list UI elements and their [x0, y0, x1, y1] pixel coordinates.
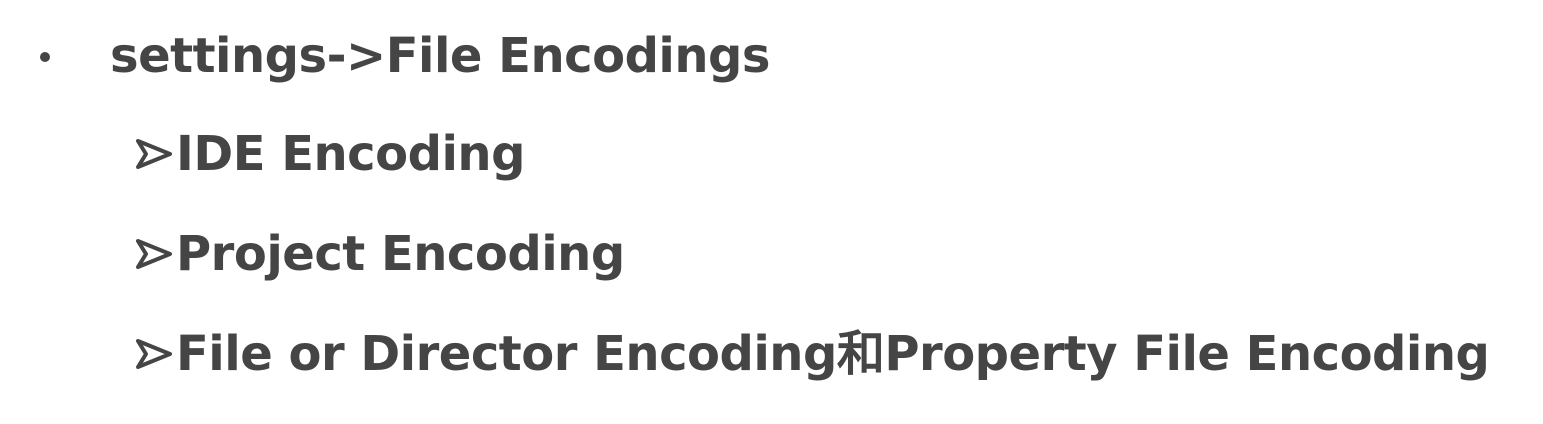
sub-bullet-label: Project Encoding — [176, 226, 625, 282]
sub-bullet-item: Project Encoding — [0, 216, 1543, 292]
arrow-right-icon — [136, 339, 172, 369]
sub-bullet-item: IDE Encoding — [0, 116, 1543, 192]
arrow-right-icon — [136, 239, 172, 269]
bullet-item-settings: settings->File Encodings — [0, 18, 1543, 94]
arrow-right-icon — [136, 139, 172, 169]
sub-bullet-label: File or Director Encoding和Property File … — [176, 326, 1490, 382]
bullet-dot-icon — [40, 52, 50, 62]
sub-bullet-label: IDE Encoding — [176, 126, 525, 182]
sub-bullet-item: File or Director Encoding和Property File … — [0, 316, 1543, 392]
bullet-heading: settings->File Encodings — [110, 28, 770, 84]
